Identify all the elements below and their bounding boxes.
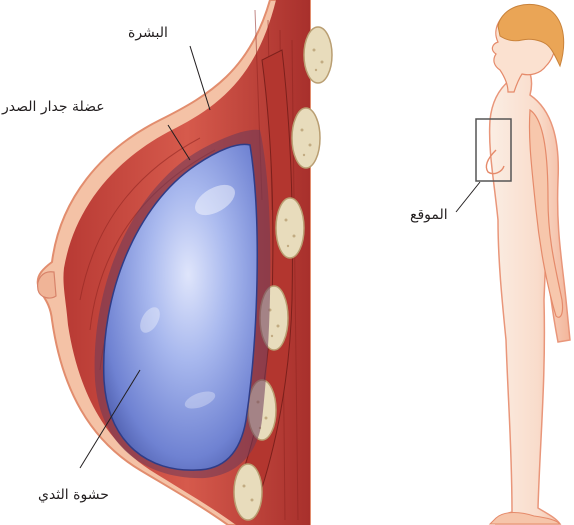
chest-wall-muscle-label: عضلة جدار الصدر — [2, 100, 105, 114]
rib — [234, 464, 262, 520]
location-leader-line — [456, 182, 480, 212]
breast-implant-label: حشوة الثدي — [38, 488, 109, 502]
body-silhouette — [476, 4, 570, 524]
rib — [276, 198, 304, 258]
location-label: الموقع — [410, 208, 448, 222]
rib — [292, 108, 320, 168]
breast-cross-section — [38, 0, 332, 525]
rib — [304, 27, 332, 83]
skin-label: البشرة — [128, 26, 168, 40]
